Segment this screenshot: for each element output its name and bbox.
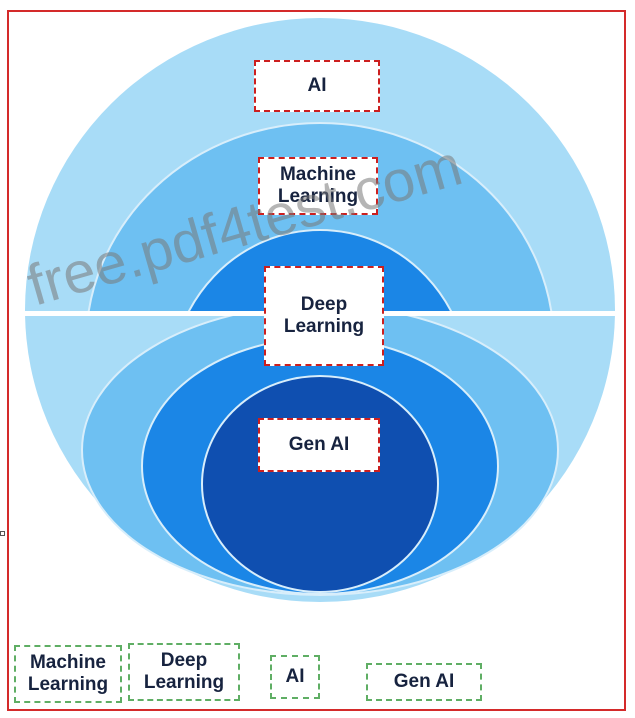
target-ai[interactable]: AI	[254, 60, 380, 112]
diagram-frame	[7, 10, 626, 711]
genai-circle	[201, 375, 439, 593]
choice-gen-ai[interactable]: Gen AI	[366, 663, 482, 701]
target-machine-learning[interactable]: Machine Learning	[258, 157, 378, 215]
choice-gen-ai-label: Gen AI	[393, 671, 455, 692]
target-machine-learning-label: Machine Learning	[277, 164, 359, 207]
target-deep-learning[interactable]: Deep Learning	[264, 266, 384, 366]
ml-ring-top	[87, 122, 553, 311]
choice-deep-learning[interactable]: Deep Learning	[128, 643, 240, 701]
target-deep-learning-label: Deep Learning	[283, 294, 365, 337]
choice-ai[interactable]: AI	[270, 655, 320, 699]
resize-handle[interactable]	[0, 531, 5, 536]
choice-machine-learning-label: Machine Learning	[27, 652, 109, 695]
choice-deep-learning-label: Deep Learning	[143, 650, 225, 693]
choice-ai-label: AI	[285, 666, 305, 687]
target-gen-ai-label: Gen AI	[288, 434, 350, 455]
target-gen-ai[interactable]: Gen AI	[258, 418, 380, 472]
target-ai-label: AI	[307, 75, 327, 96]
choice-machine-learning[interactable]: Machine Learning	[14, 645, 122, 703]
